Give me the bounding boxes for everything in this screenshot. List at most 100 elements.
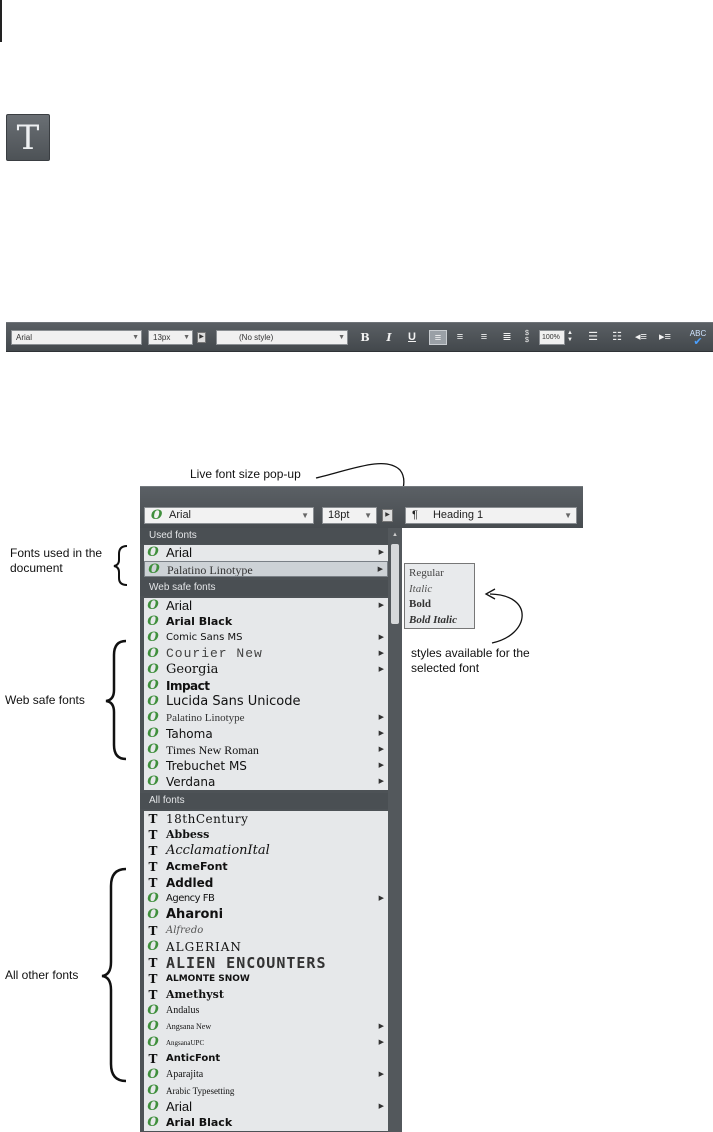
bullet-list-icon[interactable]: ☰ — [588, 331, 598, 343]
submenu-arrow-icon[interactable]: ▶ — [378, 666, 384, 673]
truetype-font-icon: T — [148, 828, 158, 842]
opentype-font-icon: O — [147, 678, 159, 693]
italic-button[interactable]: I — [386, 331, 392, 344]
opentype-font-icon: O — [147, 662, 159, 677]
opentype-font-icon: O — [147, 614, 159, 629]
numbered-list-icon[interactable]: ☷ — [612, 331, 622, 343]
style-bold-italic[interactable]: Bold Italic — [409, 613, 457, 626]
style-italic[interactable]: Italic — [409, 582, 433, 595]
submenu-arrow-icon[interactable]: ▶ — [377, 566, 383, 573]
font-name-label: ALMONTE SNOW — [166, 974, 250, 984]
font-size-dropdown[interactable]: 18pt ▼ — [322, 507, 377, 524]
spell-check-icon[interactable]: ABC✔ — [688, 330, 708, 348]
submenu-arrow-icon[interactable]: ▶ — [378, 1103, 384, 1110]
font-name-label: Aharoni — [166, 907, 224, 922]
font-name-label: Angsana New — [166, 1022, 212, 1031]
scroll-up-icon[interactable]: ▲ — [392, 532, 398, 538]
bold-button[interactable]: B — [360, 331, 370, 344]
live-font-size-button[interactable]: ▶ — [197, 332, 206, 343]
style-dropdown[interactable]: ¶ Heading 1 ▼ — [405, 507, 577, 524]
align-center-icon[interactable]: ≡ — [456, 331, 464, 343]
submenu-arrow-icon[interactable]: ▶ — [378, 1071, 384, 1078]
submenu-arrow-icon[interactable]: ▶ — [378, 650, 384, 657]
submenu-arrow-icon[interactable]: ▶ — [378, 634, 384, 641]
font-size-dropdown[interactable]: 13px ▼ — [148, 330, 193, 345]
indent-icon[interactable]: ▸≡ — [659, 331, 671, 343]
font-row[interactable]: T AcmeFont — [144, 859, 388, 875]
submenu-arrow-icon[interactable]: ▶ — [378, 1039, 384, 1046]
dropdown-scrollbar[interactable]: ▲ — [388, 528, 402, 1132]
font-name-label: AcmeFont — [166, 860, 228, 873]
submenu-arrow-icon[interactable]: ▶ — [378, 549, 384, 556]
submenu-arrow-icon[interactable]: ▶ — [378, 602, 384, 609]
style-bold[interactable]: Bold — [409, 598, 432, 610]
opentype-font-icon: O — [147, 774, 159, 789]
chevron-down-icon: ▼ — [564, 511, 572, 520]
line-spacing-field[interactable]: 100% — [539, 330, 565, 345]
font-row[interactable]: O Courier New ▶ — [144, 646, 388, 662]
font-name-dropdown[interactable]: O Arial ▼ — [144, 507, 314, 524]
submenu-arrow-icon[interactable]: ▶ — [378, 895, 384, 902]
font-name-dropdown[interactable]: Arial ▼ — [11, 330, 142, 345]
align-left-icon[interactable]: ≡ — [429, 330, 447, 345]
submenu-arrow-icon[interactable]: ▶ — [378, 762, 384, 769]
font-name-value: Arial — [16, 333, 33, 342]
opentype-font-icon: O — [147, 646, 159, 661]
style-dropdown[interactable]: (No style) ▼ — [216, 330, 348, 345]
style-regular[interactable]: Regular — [409, 567, 444, 579]
live-font-size-button[interactable]: ▶ — [382, 509, 393, 522]
style-value: (No style) — [239, 333, 274, 342]
align-right-icon[interactable]: ≡ — [480, 331, 488, 343]
checkmark-icon: ✔ — [693, 336, 703, 348]
align-justify-icon[interactable]: ≣ — [502, 331, 512, 343]
text-tool-icon[interactable]: T — [6, 114, 50, 161]
opentype-font-icon: O — [147, 742, 159, 757]
chevron-down-icon: ▼ — [183, 334, 190, 341]
submenu-arrow-icon[interactable]: ▶ — [378, 714, 384, 721]
submenu-arrow-icon[interactable]: ▶ — [378, 730, 384, 737]
submenu-arrow-icon[interactable]: ▶ — [378, 1023, 384, 1030]
scroll-thumb[interactable] — [391, 544, 399, 624]
truetype-font-icon: T — [148, 924, 158, 938]
spinner-icon[interactable]: ▲▼ — [567, 330, 573, 343]
truetype-font-icon: T — [148, 860, 158, 874]
font-name-label: Courier New — [166, 646, 263, 661]
submenu-arrow-icon[interactable]: ▶ — [378, 746, 384, 753]
submenu-arrow-icon[interactable]: ▶ — [378, 778, 384, 785]
underline-button[interactable]: U — [408, 331, 416, 343]
outdent-icon[interactable]: ◂≡ — [635, 331, 647, 343]
